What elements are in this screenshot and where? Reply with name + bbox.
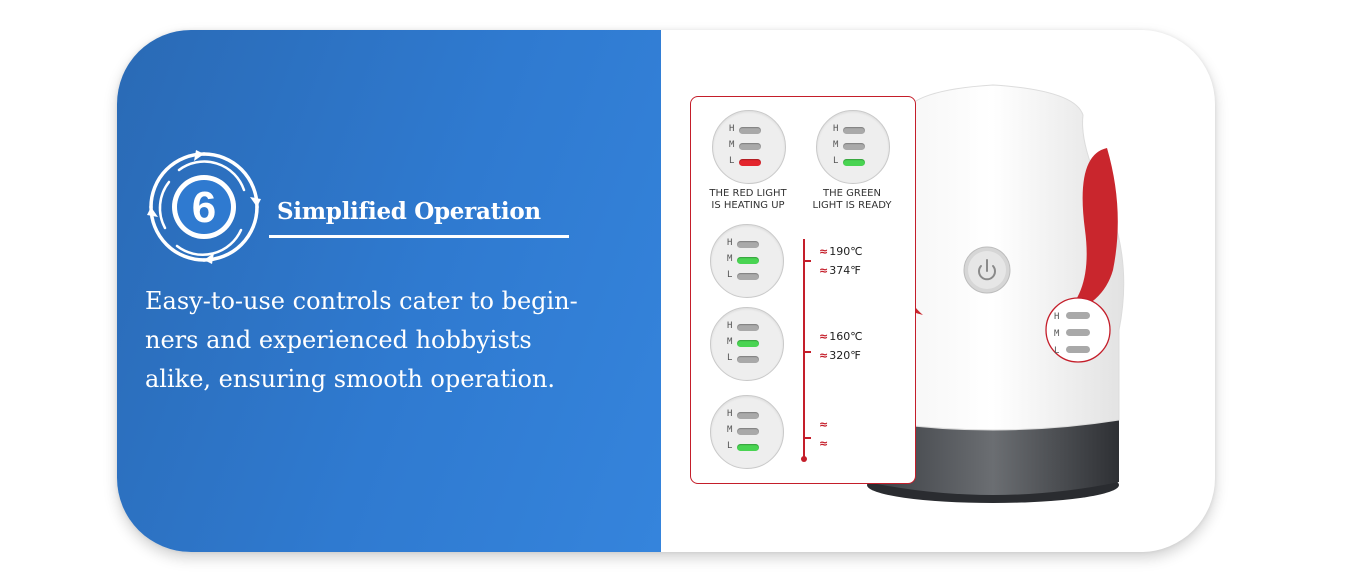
- indicator-letter: H: [727, 321, 733, 331]
- ready-caption: THE GREEN LIGHT IS READY: [802, 188, 902, 212]
- indicator-light: [737, 324, 759, 331]
- temperature-scale-line: [803, 239, 805, 461]
- indicator-letter: L: [1054, 346, 1059, 356]
- indicator-letter: H: [727, 238, 733, 248]
- indicator-letter: M: [727, 425, 733, 435]
- approx-symbol: ≈: [819, 349, 829, 362]
- device-base: [867, 415, 1119, 495]
- indicator-light-red: [739, 159, 761, 166]
- title-underline: [269, 235, 569, 238]
- step-number-emblem: 6: [147, 150, 261, 264]
- indicator-letter: L: [727, 270, 733, 280]
- indicator-light-green: [737, 257, 759, 264]
- caption-line: THE GREEN: [823, 188, 881, 199]
- feature-title: Simplified Operation: [277, 198, 541, 225]
- indicator-light-green: [737, 340, 759, 347]
- scale-tick: [803, 351, 811, 353]
- heating-caption: THE RED LIGHT IS HEATING UP: [698, 188, 798, 212]
- right-grip: [1063, 148, 1118, 315]
- approx-symbol: ≈: [819, 418, 829, 431]
- feature-info-panel: 6 Simplified Operation Easy-to-use contr…: [117, 30, 661, 552]
- approx-symbol: ≈: [819, 330, 829, 343]
- indicator-letter: H: [833, 124, 839, 134]
- indicator-letter: M: [1054, 329, 1060, 339]
- level-dial-low: H M L: [710, 395, 784, 469]
- temp-fahrenheit-high: ≈374℉: [819, 264, 861, 277]
- level-dial-high: H M L: [710, 224, 784, 298]
- indicator-light: [737, 428, 759, 435]
- scale-tick: [803, 437, 811, 439]
- caption-line: IS HEATING UP: [711, 200, 785, 211]
- indicator-light: [737, 273, 759, 280]
- indicator-light: [843, 143, 865, 150]
- temp-value: 160℃: [829, 330, 863, 343]
- temperature-scale-end: [801, 456, 807, 462]
- temp-value: 374℉: [829, 264, 861, 277]
- power-icon: [978, 259, 996, 281]
- description-line: Easy-to-use controls cater to begin-: [145, 287, 578, 315]
- product-illustration: H M L: [861, 84, 1125, 503]
- scale-tick: [803, 260, 811, 262]
- feature-description: Easy-to-use controls cater to begin- ner…: [145, 282, 615, 399]
- temp-approx-low: ≈: [819, 418, 829, 431]
- indicator-letter: M: [727, 337, 733, 347]
- indicator-letter: H: [727, 409, 733, 419]
- indicator-light: [739, 127, 761, 134]
- indicator-letter: L: [727, 441, 733, 451]
- feature-card: 6 Simplified Operation Easy-to-use contr…: [117, 30, 1215, 552]
- indicator-dial-heating: H M L: [712, 110, 786, 184]
- temp-value: 320℉: [829, 349, 861, 362]
- indicator-light: [1066, 346, 1090, 353]
- temp-celsius-high: ≈190℃: [819, 245, 863, 258]
- indicator-letter: M: [727, 254, 733, 264]
- indicator-letter: M: [833, 140, 839, 150]
- indicator-light-green: [843, 159, 865, 166]
- indicator-letter: M: [729, 140, 735, 150]
- indicator-light-green: [737, 444, 759, 451]
- description-line: alike, ensuring smooth operation.: [145, 365, 556, 393]
- step-number: 6: [192, 183, 216, 232]
- indicator-light: [843, 127, 865, 134]
- approx-symbol: ≈: [819, 437, 829, 450]
- level-dial-medium: H M L: [710, 307, 784, 381]
- indicator-light: [737, 241, 759, 248]
- indicator-letter: H: [729, 124, 735, 134]
- description-line: ners and experienced hobbyists: [145, 326, 532, 354]
- caption-line: LIGHT IS READY: [812, 200, 892, 211]
- temp-value: 190℃: [829, 245, 863, 258]
- temp-celsius-medium: ≈160℃: [819, 330, 863, 343]
- indicator-light: [1066, 329, 1090, 336]
- indicator-dial-ready: H M L: [816, 110, 890, 184]
- indicator-light: [1066, 312, 1090, 319]
- indicator-light: [737, 356, 759, 363]
- temp-fahrenheit-medium: ≈320℉: [819, 349, 861, 362]
- indicator-letter: L: [729, 156, 735, 166]
- indicator-letter: L: [833, 156, 839, 166]
- indicator-light: [739, 143, 761, 150]
- temp-approx-low: ≈: [819, 437, 829, 450]
- approx-symbol: ≈: [819, 264, 829, 277]
- indicator-letter: H: [1054, 312, 1059, 322]
- indicator-light: [737, 412, 759, 419]
- indicator-letter: L: [727, 353, 733, 363]
- caption-line: THE RED LIGHT: [709, 188, 787, 199]
- indicator-guide: H M L THE RED LIGHT IS HEATING UP H M L …: [690, 96, 916, 484]
- approx-symbol: ≈: [819, 245, 829, 258]
